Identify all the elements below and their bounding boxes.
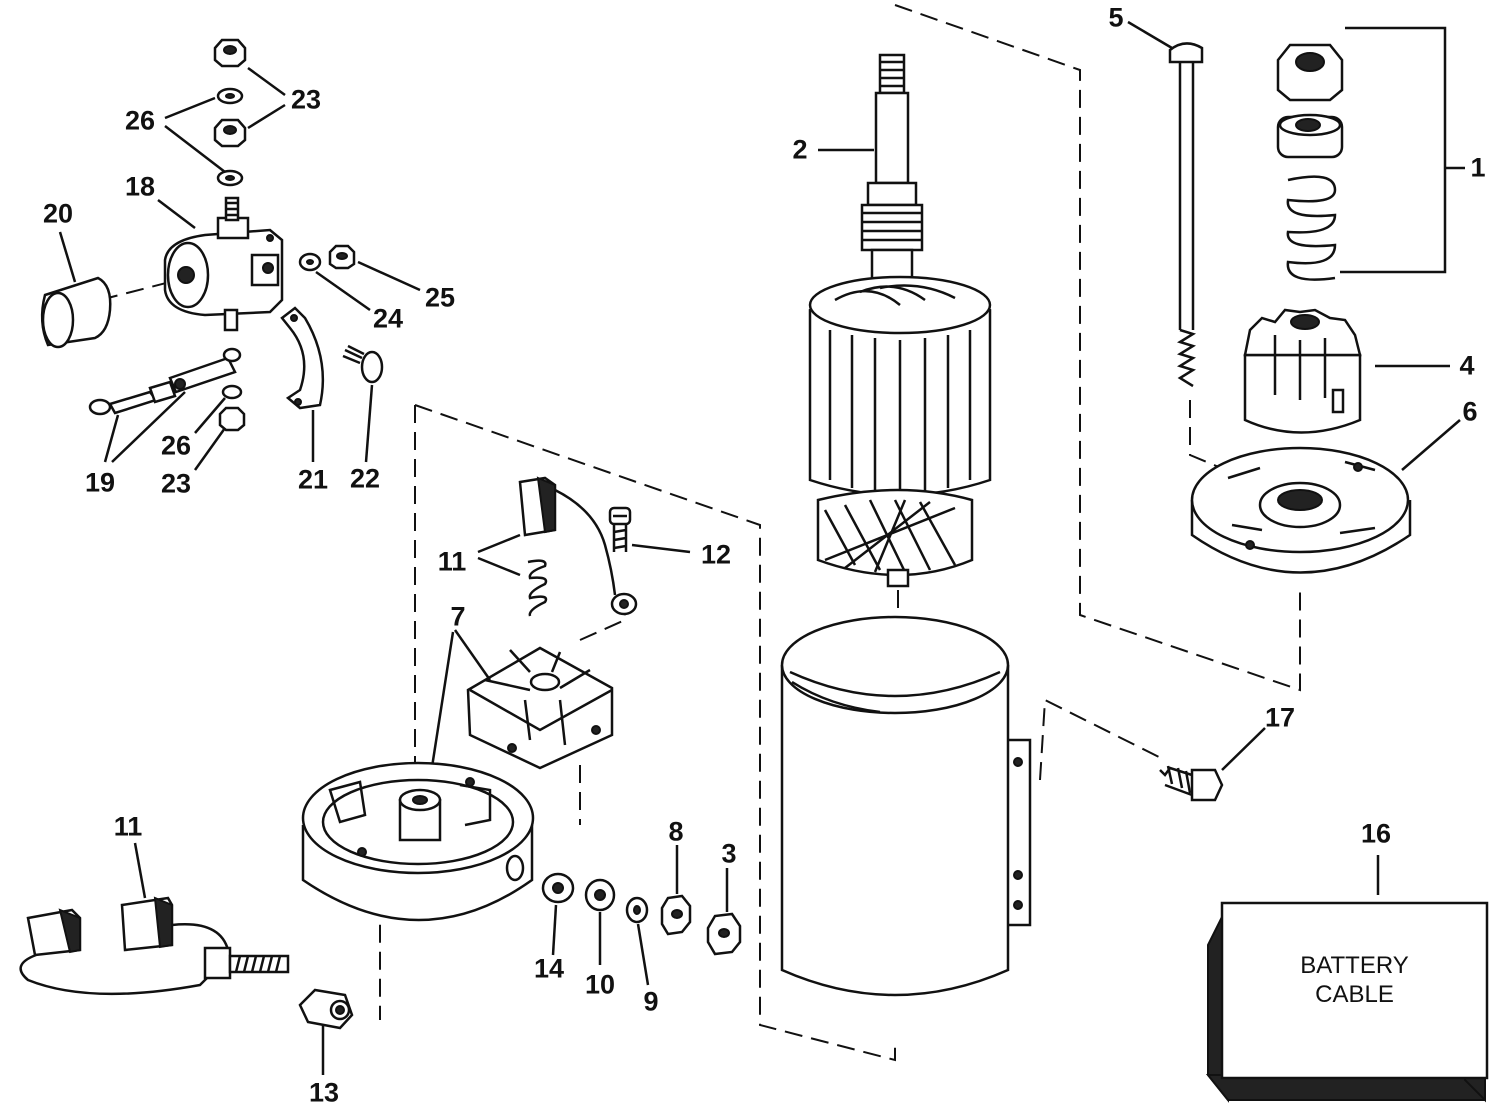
callout-25: 25 (424, 282, 456, 313)
callout-7: 7 (450, 601, 466, 632)
callout-26-leader-b (164, 125, 226, 173)
callout-26-lower-leader (194, 397, 226, 434)
callout-26-leader-a (164, 96, 216, 120)
callout-23-lower-leader (193, 427, 227, 471)
callout-2: 2 (792, 134, 808, 165)
part-14-washer (541, 872, 575, 904)
housing-dashed-outline (414, 404, 896, 1062)
callout-24: 24 (372, 303, 404, 334)
callout-14: 14 (533, 953, 565, 984)
callout-22-leader (364, 384, 374, 463)
part-housing-field-frame (780, 615, 1032, 997)
callout-23-lower: 23 (160, 468, 192, 499)
callout-1-bracket (1340, 26, 1447, 274)
callout-6-leader (1401, 419, 1461, 471)
callout-4: 4 (1459, 350, 1475, 381)
part-25-nut (328, 244, 356, 270)
callout-26-top: 26 (124, 105, 156, 136)
callout-5-leader (1127, 20, 1173, 50)
callout-18: 18 (124, 171, 156, 202)
part-26-washer-top (216, 87, 244, 105)
callout-13: 13 (308, 1077, 340, 1108)
part-3-nut (706, 912, 742, 956)
part-24-washer (298, 252, 322, 272)
armature-assembly-dashed-outline (894, 4, 1301, 692)
part-8-nut (660, 894, 692, 936)
part-6-end-cap (1190, 446, 1412, 574)
part-7-brush-holder (466, 646, 614, 770)
part-11-brush-set (19, 896, 290, 996)
part-19-connector-lead (88, 347, 242, 416)
callout-7-leader-b (428, 631, 455, 781)
callout-17: 17 (1264, 702, 1296, 733)
callout-19: 19 (84, 467, 116, 498)
callout-8: 8 (668, 816, 684, 847)
callout-11-upper: 11 (437, 546, 467, 577)
callout-20-leader (58, 231, 77, 283)
part-12-screw (608, 506, 632, 552)
part-13-bracket (298, 988, 354, 1030)
callout-11-lower-leader (133, 842, 147, 899)
callout-11-lower: 11 (113, 811, 143, 842)
part-10-washer (584, 878, 616, 912)
bolt-17-guide-line (1039, 698, 1166, 781)
callout-24-leader (315, 270, 371, 312)
callout-11-leader-b (477, 556, 521, 577)
part-9-lockwasher (625, 896, 649, 924)
callout-11-leader-a (477, 533, 521, 554)
callout-12: 12 (700, 539, 732, 570)
part-23-nut-top (213, 38, 247, 68)
part-17-bolt (1159, 765, 1224, 802)
callout-1: 1 (1470, 152, 1486, 183)
part-commutator-end-housing (301, 761, 535, 922)
part-26-washer-mid (216, 169, 244, 187)
part-21-strap (280, 306, 325, 410)
callout-19-leader-b (111, 391, 186, 463)
part-4-pinion-gear (1243, 308, 1362, 434)
battery-label-line1: BATTERY (1300, 952, 1409, 979)
brush-assembly-dashed-outline (379, 405, 416, 1020)
part-23-nut-lower (218, 406, 246, 432)
part-18-solenoid (163, 196, 284, 332)
callout-25-leader (357, 260, 421, 292)
part-5-through-bolt (1168, 42, 1204, 388)
solenoid-axis-guide (99, 281, 171, 301)
callout-6: 6 (1462, 396, 1478, 427)
callout-5: 5 (1108, 2, 1124, 33)
callout-26-lower: 26 (160, 430, 192, 461)
part-23-nut-mid (213, 118, 247, 148)
callout-12-leader (631, 543, 691, 554)
callout-23-leader-a (247, 66, 286, 97)
callout-22: 22 (349, 463, 381, 494)
callout-17-leader (1221, 727, 1266, 771)
part-2-armature (808, 53, 992, 588)
part-26-washer-lower (221, 384, 243, 400)
callout-9: 9 (643, 986, 659, 1017)
callout-9-leader (636, 923, 650, 986)
callout-23-top: 23 (290, 84, 322, 115)
callout-14-leader (551, 904, 558, 956)
callout-7-leader-a (453, 629, 492, 681)
part-20-boot (40, 276, 112, 349)
battery-label-line2: CABLE (1315, 980, 1394, 1008)
part-1-drive-hardware (1276, 43, 1344, 281)
callout-23-leader-b (247, 103, 286, 130)
part-11-brush-spring (518, 476, 638, 617)
part-22-screw (342, 344, 384, 384)
callout-16: 16 (1360, 818, 1392, 849)
callout-20: 20 (42, 198, 74, 229)
battery-cable-label: BATTERY CABLE (1222, 952, 1487, 1010)
callout-10: 10 (584, 969, 616, 1000)
callout-18-leader (157, 199, 196, 229)
callout-3: 3 (721, 838, 737, 869)
callout-19-leader-a (103, 414, 120, 463)
callout-21: 21 (297, 464, 329, 495)
part-16-battery-cable-box (1205, 901, 1489, 1103)
